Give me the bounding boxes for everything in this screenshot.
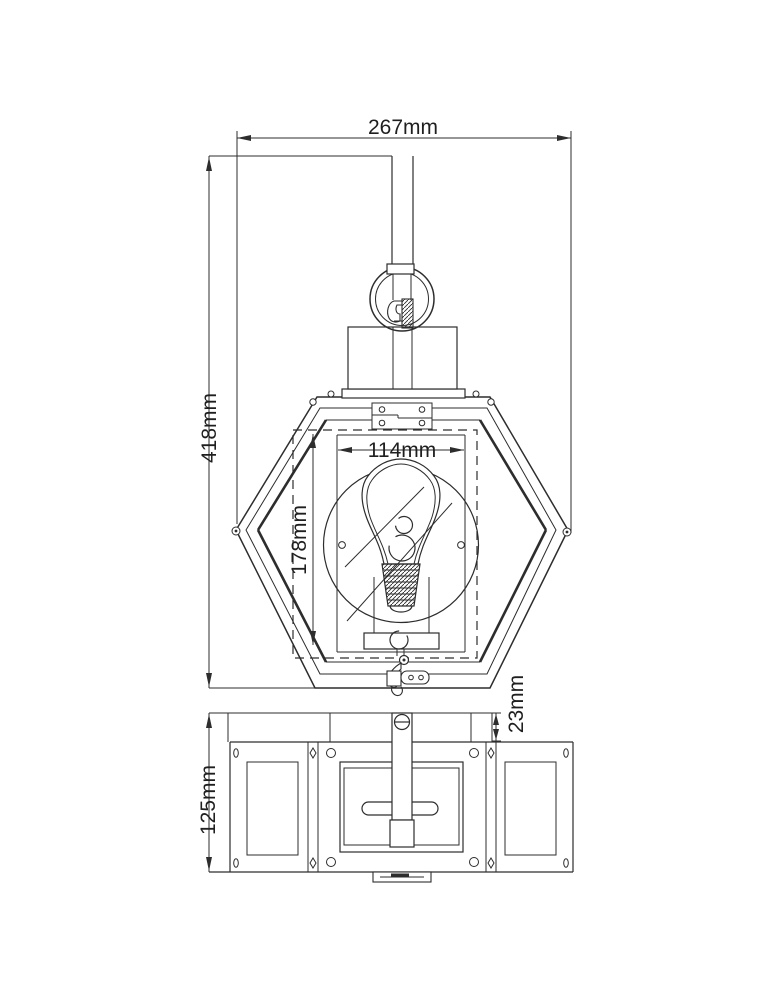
right-divider-strip [485, 742, 497, 872]
top-corner-knob-left [309, 398, 317, 406]
stem-collar [386, 263, 415, 275]
overall-width-label: 267mm [368, 116, 438, 139]
top-corner-knob-right [487, 398, 495, 406]
glass-opening-dashed [292, 429, 478, 659]
cap-assembly [309, 326, 495, 406]
backplate-screw-right [457, 541, 465, 549]
glass-width-label: 114mm [368, 439, 436, 462]
left-divider-strip [309, 742, 319, 872]
wall-plate-band [209, 712, 493, 742]
right-wing-panel [504, 748, 569, 868]
bulb-thread-base [381, 563, 421, 613]
lantern-hexagon-frame [231, 396, 572, 689]
mounting-stem [386, 156, 415, 389]
bulb-filament [388, 515, 416, 562]
top-face-screw-left [327, 390, 335, 398]
dimension-overall-width: 267mm [236, 116, 572, 533]
dimension-body-depth: 125mm [197, 713, 220, 872]
dimension-glass-width: 114mm [338, 439, 464, 462]
dimension-glass-height: 178mm [288, 434, 316, 645]
socket-holder [363, 630, 440, 656]
bottom-tab [372, 871, 432, 883]
left-wing-panel [233, 742, 309, 872]
top-face-screw-right [472, 390, 480, 398]
glass-height-label: 178mm [288, 505, 311, 575]
body-depth-label: 125mm [197, 765, 220, 835]
front-view: 267mm 418mm [198, 116, 572, 696]
mounting-arm-top [361, 712, 439, 848]
backplate-screw-left [338, 541, 346, 549]
dimension-backplate-depth: 23mm [492, 675, 528, 742]
overall-height-label: 418mm [198, 393, 221, 463]
bulb-socket [373, 577, 430, 633]
door-latch [386, 654, 430, 696]
glass-reflection-lines [344, 486, 453, 622]
hinge-plate [371, 402, 433, 430]
top-view: 125mm 23mm [197, 675, 574, 883]
backplate-depth-label: 23mm [505, 675, 528, 733]
hook [387, 298, 414, 329]
